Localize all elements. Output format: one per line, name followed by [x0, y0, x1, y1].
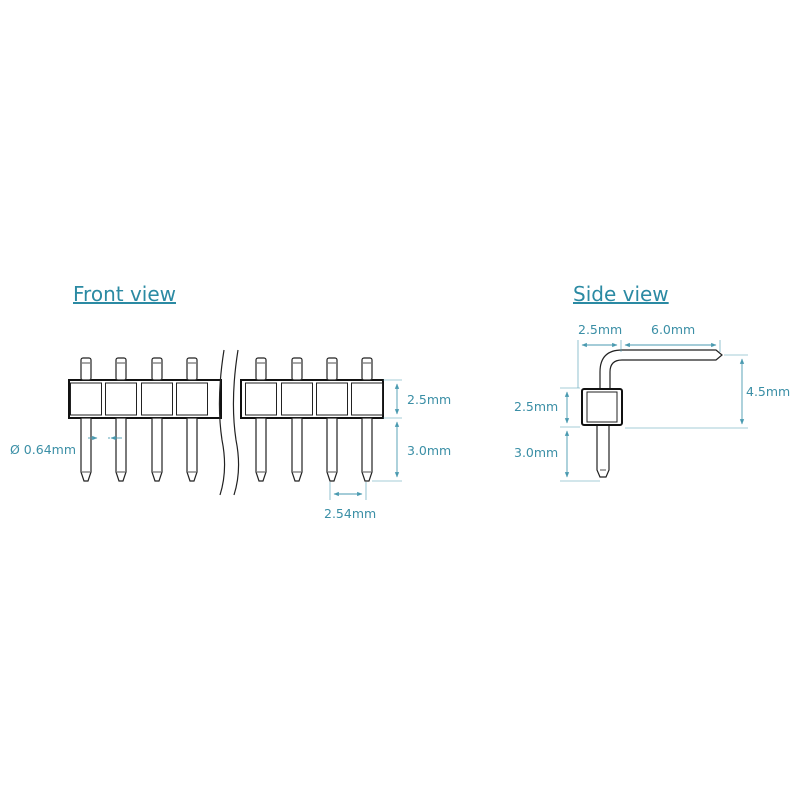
front-body-cell — [245, 382, 277, 416]
side-pin-lower — [596, 424, 610, 478]
side-arm-length-label: 6.0mm — [651, 322, 695, 337]
front-pin-top — [291, 357, 303, 381]
front-view: Front view Ø 0.64mm 2.5mm 3.0mm 2.54mm — [10, 282, 451, 521]
side-body-height-label: 2.5mm — [514, 399, 558, 414]
front-pin-lower — [151, 417, 163, 482]
front-pin-top — [255, 357, 267, 381]
front-pin-top — [361, 357, 373, 381]
break-line-left — [218, 349, 226, 496]
front-pin-top — [186, 357, 198, 381]
side-pin-arm — [599, 349, 723, 426]
front-pin-length-label: 3.0mm — [407, 443, 451, 458]
front-body-left — [68, 379, 222, 419]
side-body — [581, 388, 623, 426]
front-pins — [68, 357, 384, 482]
front-body-cell — [105, 382, 137, 416]
side-total-height-label: 4.5mm — [746, 384, 790, 399]
side-view-title: Side view — [573, 282, 669, 306]
side-pin-length-label: 3.0mm — [514, 445, 558, 460]
front-diameter-label: Ø 0.64mm — [10, 442, 76, 457]
front-pin-lower — [361, 417, 373, 482]
front-body-height-label: 2.5mm — [407, 392, 451, 407]
front-pin-lower — [186, 417, 198, 482]
side-body-width-label: 2.5mm — [578, 322, 622, 337]
front-body-cell — [351, 382, 383, 416]
front-pin-lower — [291, 417, 303, 482]
front-body-cell — [70, 382, 102, 416]
front-pin-lower — [255, 417, 267, 482]
front-body-cell — [281, 382, 313, 416]
front-pitch-label: 2.54mm — [324, 506, 376, 521]
front-view-title: Front view — [73, 282, 176, 306]
side-view: Side view 2.5mm 6.0mm 4.5mm 2.5mm 3.0mm — [514, 282, 790, 482]
front-pin-top — [115, 357, 127, 381]
front-body-cell — [316, 382, 348, 416]
front-pin-top — [80, 357, 92, 381]
front-body-cell — [141, 382, 173, 416]
front-pin-lower — [80, 417, 92, 482]
front-pin-top — [326, 357, 338, 381]
break-line-right — [232, 349, 240, 496]
front-pin-top — [151, 357, 163, 381]
front-pin-lower — [115, 417, 127, 482]
front-pin-lower — [326, 417, 338, 482]
front-body-cell — [176, 382, 208, 416]
side-body-inner — [586, 391, 618, 423]
